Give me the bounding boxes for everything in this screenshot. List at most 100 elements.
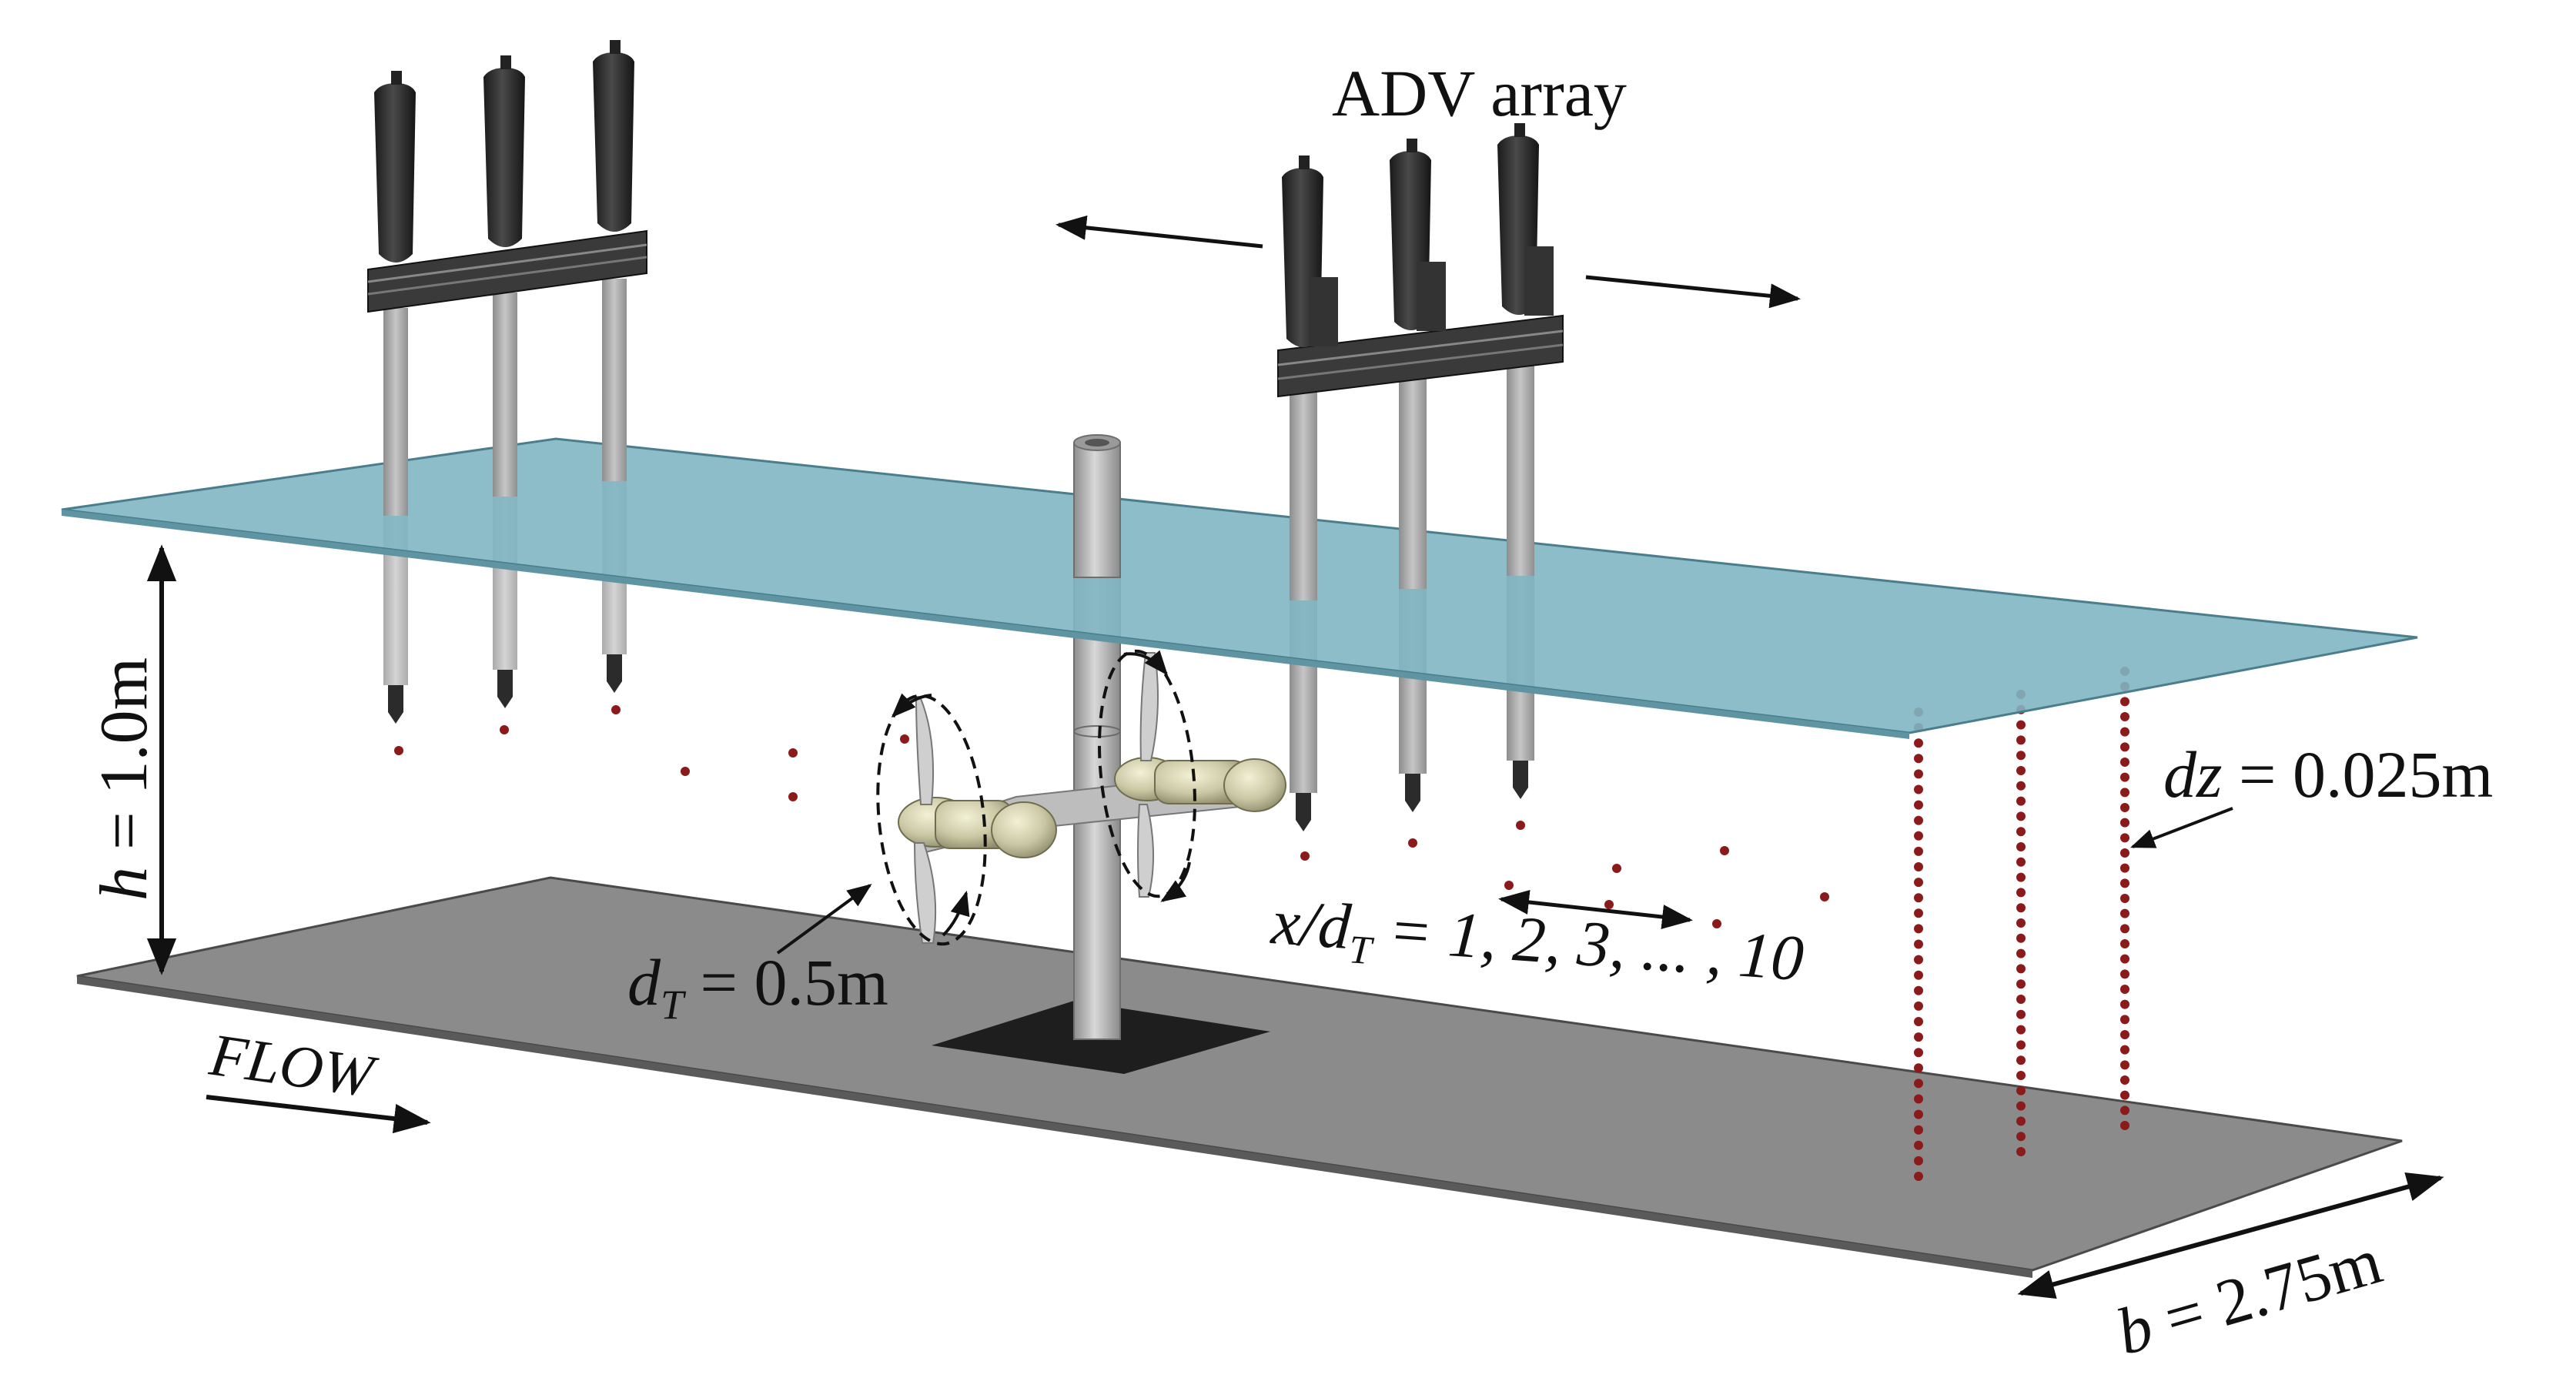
measurement-point bbox=[2120, 788, 2129, 798]
measurement-point bbox=[2016, 903, 2026, 913]
measurement-point bbox=[2016, 995, 2026, 1004]
measurement-point bbox=[2016, 781, 2026, 791]
left-rotor-swept-circle bbox=[876, 694, 987, 946]
measurement-point bbox=[2016, 842, 2026, 851]
measurement-point bbox=[2120, 727, 2129, 737]
measurement-point bbox=[2016, 720, 2026, 730]
measurement-point bbox=[2120, 1090, 2129, 1100]
measurement-point bbox=[1914, 878, 1923, 888]
turbine-pole-upper bbox=[1073, 442, 1121, 578]
dz-label: dz = 0.025m bbox=[2163, 737, 2493, 811]
measurement-point bbox=[1914, 738, 1923, 748]
right-rotor-swept-circle bbox=[1098, 649, 1196, 898]
measurement-point bbox=[2016, 751, 2026, 761]
measurement-point bbox=[1914, 1017, 1923, 1026]
measurement-point bbox=[1914, 846, 1923, 856]
measurement-point bbox=[2120, 969, 2129, 979]
measurement-point bbox=[2016, 933, 2026, 943]
adv-traverse-arrow-right-icon bbox=[1585, 275, 1801, 309]
measurement-point bbox=[2016, 964, 2026, 974]
flow-direction-arrow-icon bbox=[206, 1095, 431, 1134]
measurement-point bbox=[2120, 848, 2129, 858]
width-dimension-arrow-icon bbox=[2017, 1172, 2444, 1299]
measurement-point bbox=[1914, 831, 1923, 841]
measurement-point bbox=[1914, 1079, 1923, 1089]
measurement-point bbox=[2120, 1015, 2129, 1025]
measurement-point bbox=[1914, 1140, 1923, 1150]
adv-probe-icon-right-array bbox=[1277, 123, 1564, 831]
measurement-point bbox=[788, 748, 798, 758]
adv-traverse-arrow-left-icon bbox=[1055, 215, 1263, 249]
measurement-point bbox=[2016, 1055, 2026, 1065]
x-spacing-arrow-icon bbox=[1498, 890, 1693, 929]
measurement-point bbox=[1914, 1063, 1923, 1073]
measurement-point bbox=[2120, 878, 2129, 888]
measurement-point bbox=[1914, 893, 1923, 903]
channel-floor bbox=[76, 876, 2403, 1272]
measurement-point bbox=[2016, 857, 2026, 867]
measurement-point bbox=[1914, 1048, 1923, 1058]
measurement-point bbox=[2120, 1030, 2129, 1039]
measurement-point bbox=[2120, 1075, 2129, 1085]
measurement-point bbox=[2120, 742, 2129, 752]
measurement-point bbox=[394, 746, 403, 755]
measurement-point bbox=[611, 705, 621, 714]
measurement-point bbox=[2120, 999, 2129, 1009]
measurement-point bbox=[1914, 908, 1923, 918]
measurement-point bbox=[2120, 985, 2129, 994]
channel-floor-edge bbox=[77, 976, 2032, 1278]
measurement-point bbox=[2120, 803, 2129, 812]
measurement-point bbox=[2120, 833, 2129, 843]
adv-probe-icon-left-array bbox=[367, 40, 647, 724]
depth-label: h = 1.0m bbox=[87, 657, 162, 901]
measurement-point bbox=[2016, 872, 2026, 882]
measurement-point bbox=[1914, 985, 1923, 995]
measurement-point bbox=[2016, 827, 2026, 837]
measurement-point bbox=[2016, 1025, 2026, 1035]
left-rotor-rotation-arrow-low-icon bbox=[942, 890, 970, 937]
measurement-point bbox=[2016, 735, 2026, 745]
right-rotor-rotation-arrow-low-icon bbox=[1160, 861, 1191, 902]
dz-pointer-arrow-icon bbox=[2130, 807, 2233, 848]
measurement-point bbox=[2120, 908, 2129, 918]
measurement-point bbox=[2120, 939, 2129, 948]
measurement-point bbox=[500, 725, 509, 734]
measurement-point bbox=[2016, 1085, 2026, 1095]
measurement-point bbox=[2016, 1132, 2026, 1142]
measurement-point bbox=[1604, 900, 1614, 909]
channel-width-label: b = 2.75m bbox=[2109, 1223, 2390, 1369]
dual-rotor-turbine-icon bbox=[898, 652, 1286, 944]
measurement-point bbox=[2120, 924, 2129, 934]
measurement-point bbox=[1914, 754, 1923, 764]
measurement-point bbox=[1914, 1001, 1923, 1011]
measurement-point bbox=[1300, 851, 1310, 861]
right-rotor-rotation-arrow-icon bbox=[1123, 650, 1169, 676]
measurement-point bbox=[2120, 818, 2129, 828]
measurement-point bbox=[1914, 970, 1923, 980]
measurement-point bbox=[2120, 1121, 2129, 1130]
water-surface-edge bbox=[62, 510, 1909, 739]
measurement-point bbox=[2016, 948, 2026, 958]
measurement-point bbox=[1914, 939, 1923, 949]
measurement-point bbox=[1914, 955, 1923, 965]
measurement-point bbox=[900, 734, 909, 744]
measurement-point bbox=[2120, 894, 2129, 903]
measurement-point bbox=[2120, 863, 2129, 873]
measurement-point bbox=[2120, 697, 2129, 707]
measurement-point bbox=[2016, 1071, 2026, 1080]
measurement-point bbox=[2016, 979, 2026, 989]
flow-label: FLOW bbox=[206, 1021, 382, 1111]
measurement-point bbox=[2120, 772, 2129, 782]
measurement-point bbox=[2016, 766, 2026, 775]
measurement-point bbox=[2120, 1105, 2129, 1115]
measurement-point bbox=[1914, 1125, 1923, 1135]
vertical-measurement-profiles bbox=[1914, 667, 2129, 1181]
measurement-point bbox=[1914, 1109, 1923, 1119]
measurement-point bbox=[2120, 954, 2129, 964]
measurement-point bbox=[1612, 864, 1621, 873]
measurement-point bbox=[2016, 796, 2026, 806]
measurement-point bbox=[1914, 1156, 1923, 1166]
measurement-point bbox=[2016, 888, 2026, 898]
measurement-point bbox=[2016, 1116, 2026, 1126]
measurement-point bbox=[1820, 892, 1829, 901]
